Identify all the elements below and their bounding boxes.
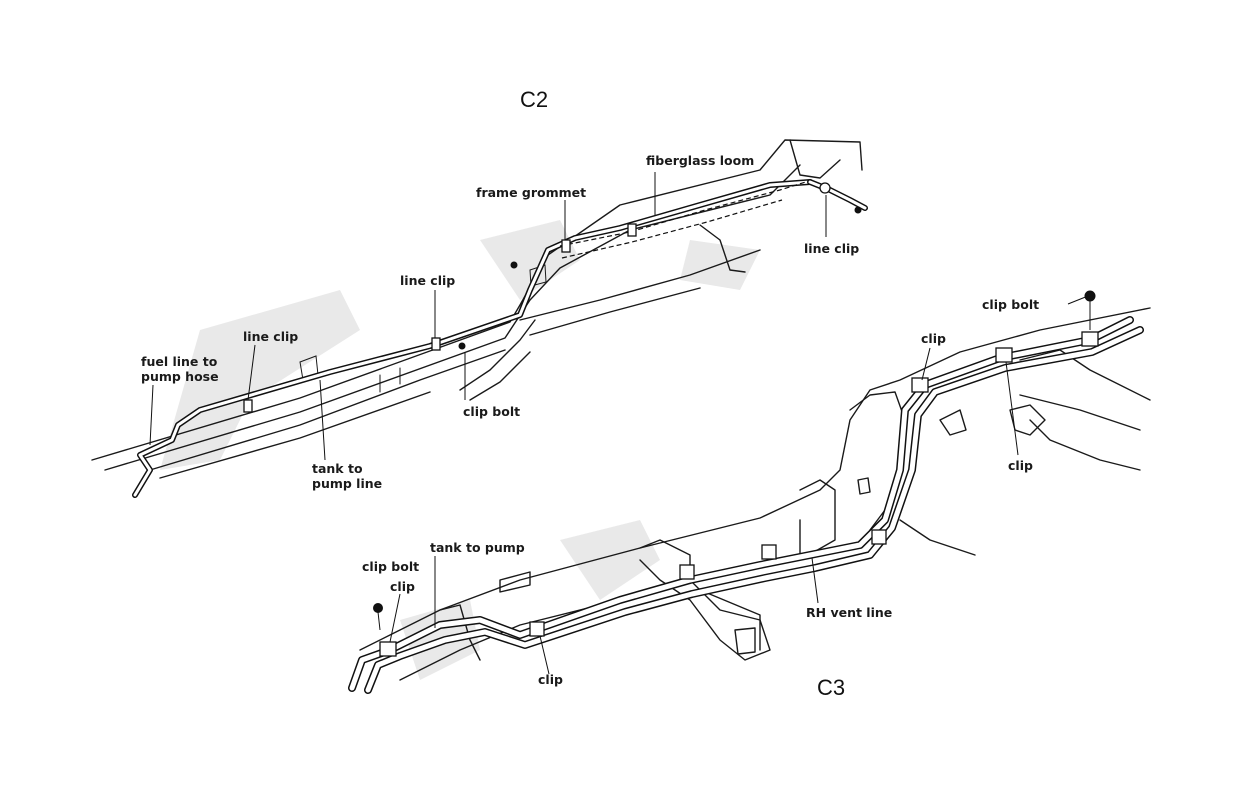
label-clip-bolt: clip bolt	[463, 404, 520, 419]
c3-clip-front	[379, 641, 397, 657]
label-line-clip-rear: line clip	[804, 241, 859, 256]
label-c3-clip-front: clip	[390, 579, 415, 594]
c2-clip-front	[243, 399, 253, 413]
label-c3-clip-bottom: clip	[538, 672, 563, 687]
label-c3-tank-to-pump: tank to pump	[430, 540, 525, 555]
label-c3-clip-bolt-rear: clip bolt	[982, 297, 1039, 312]
label-tank-2: pump line	[312, 476, 382, 491]
c3-clip-top	[911, 377, 929, 393]
c3-diagram	[348, 290, 1151, 694]
label-frame-grommet: frame grommet	[476, 185, 586, 200]
label-fuel-line-1: fuel line to	[141, 354, 218, 369]
label-c3-clip-top: clip	[921, 331, 946, 346]
c2-grommet	[561, 239, 571, 253]
c3-clip-bottom	[529, 621, 545, 637]
c2-clip-mid	[431, 337, 441, 351]
label-line-clip-mid: line clip	[400, 273, 455, 288]
watermark	[160, 220, 760, 680]
label-c3-clip-right: clip	[1008, 458, 1033, 473]
c3-heading: C3	[817, 675, 845, 700]
c3-clip-right	[995, 347, 1013, 363]
label-fuel-line-2: pump hose	[141, 369, 219, 384]
c2-loom-clip	[627, 223, 637, 237]
c3-clip-bolt-rear-icon	[1084, 290, 1096, 302]
label-c3-clip-bolt-front: clip bolt	[362, 559, 419, 574]
c2-heading: C2	[520, 87, 548, 112]
c2-clip-bolt-icon	[458, 342, 466, 350]
label-c3-rh-vent-line: RH vent line	[806, 605, 892, 620]
label-line-clip-front: line clip	[243, 329, 298, 344]
c3-clip-bolt-front-icon	[373, 603, 383, 613]
c2-diagram	[91, 139, 868, 498]
label-fiberglass-loom: fiberglass loom	[646, 153, 754, 168]
label-tank-1: tank to	[312, 461, 363, 476]
